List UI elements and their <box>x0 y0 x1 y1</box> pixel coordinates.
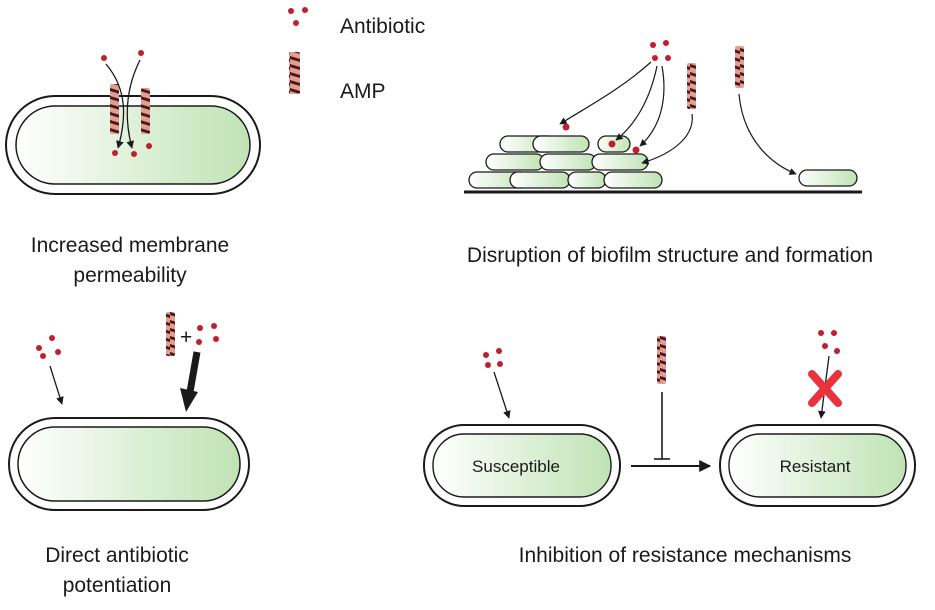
antibiotic-icon <box>101 50 152 157</box>
entry-arrow <box>493 371 511 419</box>
strong-arrow <box>180 351 201 412</box>
inhibition-bar <box>654 392 670 460</box>
resistant-label: Resistant <box>780 457 851 476</box>
caption-biofilm: Disruption of biofilm structure and form… <box>467 244 873 267</box>
entry-arrow <box>105 59 141 149</box>
plus-sign: + <box>180 326 192 349</box>
antibiotic-icon <box>288 7 308 26</box>
antibiotic-icon <box>36 323 219 359</box>
resistant-cell <box>719 424 916 507</box>
entry-arrow <box>49 365 64 405</box>
attack-arrow <box>559 61 797 175</box>
legend: Antibiotic AMP <box>288 7 425 103</box>
susceptible-label: Susceptible <box>472 457 560 476</box>
antibiotic-icon <box>562 40 671 154</box>
legend-amp-label: AMP <box>340 80 386 103</box>
caption-resistance: Inhibition of resistance mechanisms <box>519 544 852 567</box>
amp-helix-icon <box>166 312 175 356</box>
antibiotic-icon <box>483 330 840 368</box>
amp-helix-icon <box>657 336 666 384</box>
bacterial-cell <box>798 169 858 187</box>
caption-membrane-line2: permeability <box>73 264 187 287</box>
amp-helix-icon <box>110 84 150 134</box>
panel-resistance-inhibition: Susceptible Resistant <box>423 330 916 567</box>
amp-helix-icon <box>289 52 300 94</box>
caption-potentiation-line1: Direct antibiotic <box>45 544 189 567</box>
biofilm-cluster <box>468 135 663 189</box>
susceptible-cell <box>423 424 621 507</box>
bacterial-cell <box>5 95 261 195</box>
caption-potentiation-line2: potentiation <box>63 574 172 597</box>
bacterial-cell <box>8 417 250 511</box>
panel-membrane-permeability: Increased membrane permeability <box>5 50 261 287</box>
panel-biofilm-disruption: Disruption of biofilm structure and form… <box>464 40 873 267</box>
legend-antibiotic-label: Antibiotic <box>340 15 425 38</box>
amp-helix-icon <box>687 46 744 109</box>
panel-direct-potentiation: + Direct antibiotic potentiation <box>8 312 250 597</box>
block-cross-icon <box>808 370 842 407</box>
caption-membrane-line1: Increased membrane <box>31 234 229 257</box>
